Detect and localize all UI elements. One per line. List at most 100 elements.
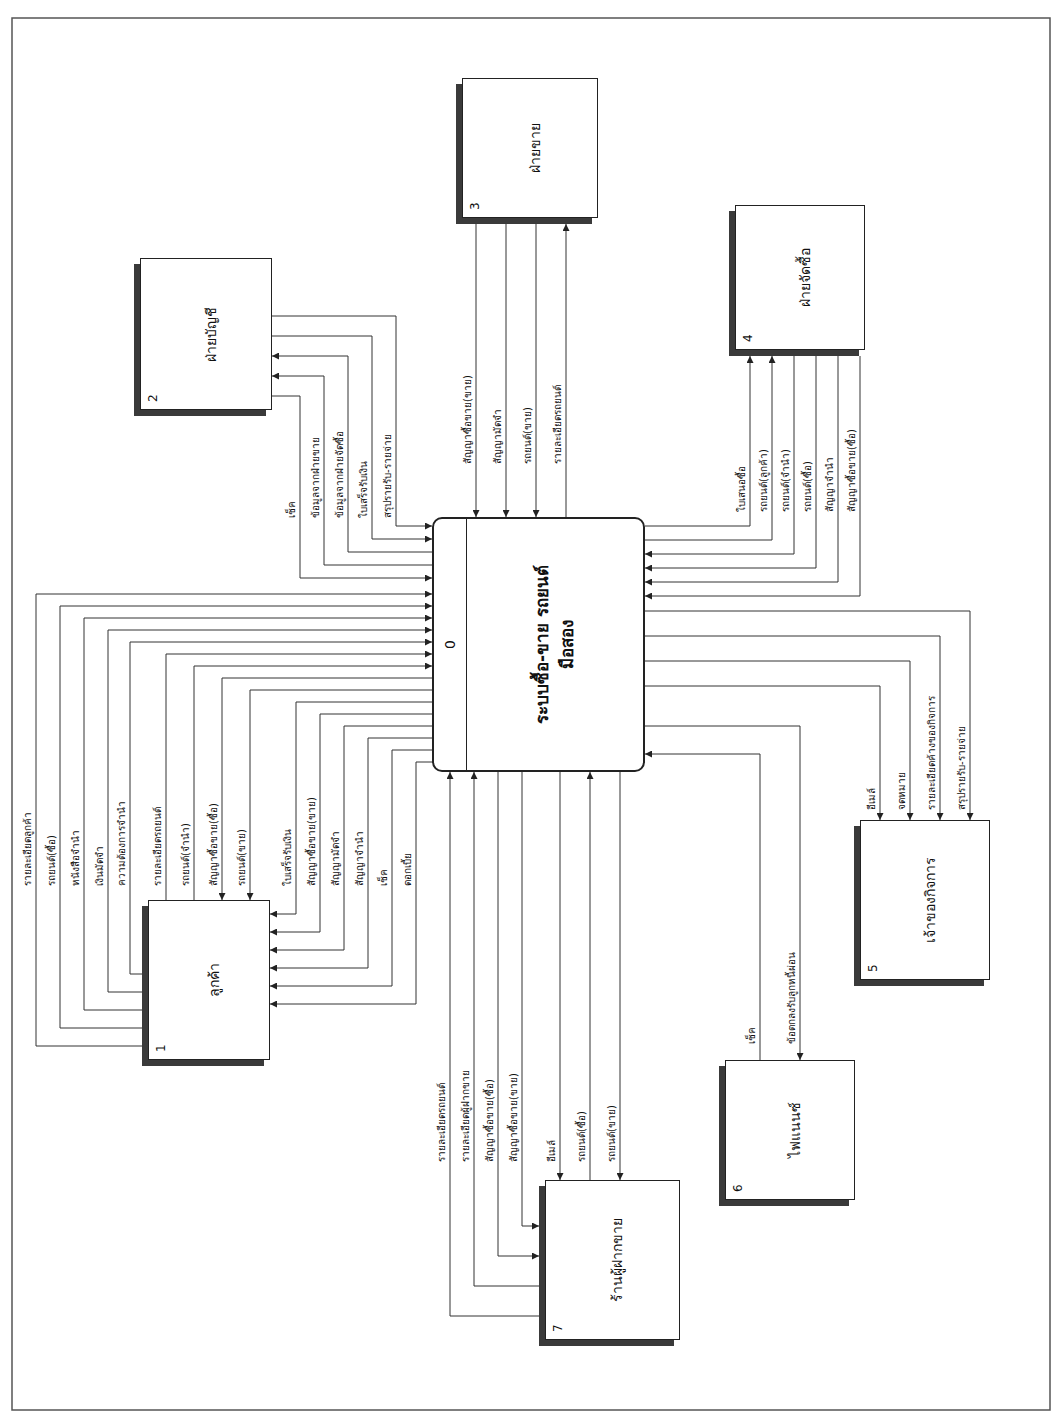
data-flow-arrow: [645, 754, 760, 1060]
entity-name: ฝ่ายขาย: [482, 79, 597, 217]
flow-label: อีเมล์: [546, 1138, 558, 1164]
flow-label: ใบเสนอซื้อ: [736, 464, 748, 514]
entity-number: 7: [546, 1324, 565, 1339]
flow-label: อีเมล์: [866, 786, 878, 812]
process-number: 0: [434, 519, 467, 770]
data-flow-arrow: [560, 772, 561, 1180]
flow-label: เช็ค: [286, 499, 298, 520]
flow-label: รถยนต์(ซื้อ): [576, 1109, 588, 1164]
flow-label: รถยนต์(จำนำ): [180, 821, 192, 888]
data-flow-arrow: [645, 356, 816, 568]
entity-name: ร้านผู้ฝากขาย: [565, 1181, 679, 1339]
flow-label: สัญญาซื้อขาย(ขาย): [306, 795, 318, 888]
entity-number: 1: [149, 1044, 168, 1059]
external-entity-box: 1ลูกค้า: [148, 900, 270, 1060]
data-flow-arrow: [498, 772, 539, 1256]
flow-label: รถยนต์(ลูกค้า): [758, 447, 770, 514]
data-flow-arrow: [270, 702, 432, 914]
flow-label: เช็ค: [746, 1025, 758, 1046]
data-flow-arrow: [645, 611, 970, 820]
data-flow-arrow: [270, 738, 432, 968]
flow-label: ข้อมูลจากฝ่ายจัดซื้อ: [334, 429, 346, 520]
data-flow-arrow: [620, 772, 621, 1180]
data-flow-arrow: [270, 750, 432, 986]
data-flow-arrow: [536, 224, 537, 517]
data-flow-arrow: [566, 224, 567, 517]
process-box: 0ระบบซื้อ-ขาย รถยนต์มือสอง: [432, 517, 645, 772]
flow-label: ใบเสร็จรับเงิน: [282, 827, 294, 888]
flow-label: รถยนต์(ขาย): [236, 827, 248, 888]
flow-label: ข้อมูลจากฝ่ายขาย: [310, 435, 322, 520]
flow-label: รายละเอียดค้างของกิจการ: [926, 694, 938, 812]
entity-number: 4: [736, 334, 755, 349]
flow-label: รายละเอียดผู้ฝากขาย: [460, 1068, 472, 1164]
flow-label: หนังสือจำนำ: [70, 828, 82, 888]
data-flow-arrow: [270, 714, 432, 932]
data-flow-arrow: [645, 356, 772, 540]
page-frame: [12, 18, 1050, 1410]
flow-label: สัญญามัดจำ: [492, 407, 504, 466]
data-flow-arrow: [194, 666, 432, 900]
flow-label: รถยนต์(ซื้อ): [46, 833, 58, 888]
data-flow-arrow: [645, 356, 860, 596]
external-entity-box: 4ฝ่ายจัดซื้อ: [735, 205, 865, 350]
data-flow-arrow: [645, 726, 800, 1060]
data-flow-arrow: [645, 356, 838, 582]
external-entity-box: 2ฝ่ายบัญชี: [140, 258, 272, 410]
flow-label: รถยนต์(ขาย): [606, 1103, 618, 1164]
flow-label: รถยนต์(ซื้อ): [802, 459, 814, 514]
entity-number: 5: [861, 964, 880, 979]
process-name: ระบบซื้อ-ขาย รถยนต์มือสอง: [467, 519, 643, 770]
data-flow-arrow: [250, 690, 432, 900]
data-flow-arrow: [474, 772, 539, 1286]
external-entity-box: 3ฝ่ายขาย: [462, 78, 598, 218]
entity-number: 6: [726, 1184, 745, 1199]
flow-label: สัญญาซื้อขาย(ซื้อ): [208, 801, 220, 888]
flow-label: สรุปรายรับ-รายจ่าย: [382, 432, 394, 520]
data-flow-arrow: [476, 224, 477, 517]
data-flow-arrow: [645, 636, 940, 820]
flow-label: สัญญาจำนำ: [824, 455, 836, 514]
flow-label: ความต้องการจำนำ: [116, 799, 128, 888]
data-flow-arrow: [522, 772, 539, 1226]
data-flow-arrow: [272, 316, 432, 526]
external-entity-box: 5เจ้าของกิจการ: [860, 820, 990, 980]
data-flow-arrow: [645, 356, 750, 526]
flow-label: จดหมาย: [896, 770, 908, 812]
entity-number: 3: [463, 202, 482, 217]
entity-number: 2: [141, 394, 160, 409]
flow-label: รถยนต์(จำนำ): [780, 447, 792, 514]
flow-label: สัญญาซื้อขาย(ขาย): [462, 373, 474, 466]
data-flow-arrow: [645, 356, 794, 554]
entity-name: ไฟแนนซ์: [745, 1061, 854, 1199]
data-flow-arrow: [272, 376, 432, 565]
flow-label: รายละเอียดรถยนต์: [152, 805, 164, 888]
flow-label: รถยนต์(ขาย): [522, 405, 534, 466]
data-flow-arrow: [222, 678, 432, 900]
entity-name: ลูกค้า: [168, 901, 269, 1059]
flow-label: สัญญามัดจำ: [330, 829, 342, 888]
data-flow-arrow: [506, 224, 507, 517]
external-entity-box: 7ร้านผู้ฝากขาย: [545, 1180, 680, 1340]
entity-name: ฝ่ายจัดซื้อ: [755, 206, 864, 349]
flow-label: สัญญาจำนำ: [354, 829, 366, 888]
entity-name: ฝ่ายบัญชี: [160, 259, 271, 409]
data-flow-arrow: [270, 726, 432, 950]
flow-label: ดอกเบี้ย: [402, 851, 414, 888]
data-flow-arrow: [270, 762, 432, 1004]
entity-name: เจ้าของกิจการ: [880, 821, 989, 979]
data-flow-arrow: [590, 772, 591, 1180]
flow-label: รายละเอียดรถยนต์: [436, 1081, 448, 1164]
data-flow-arrow: [272, 336, 432, 539]
flow-label: สัญญาซื้อขาย(ขาย): [508, 1071, 520, 1164]
flow-label: เงินมัดจำ: [94, 844, 106, 888]
flow-label: ใบเสร็จรับเงิน: [358, 459, 370, 520]
data-flow-arrow: [272, 396, 432, 578]
flow-label: ข้อตกลงรับลูกหนี้ผ่อน: [786, 950, 798, 1046]
flow-label: เช็ค: [378, 867, 390, 888]
data-flow-arrow: [272, 356, 432, 552]
external-entity-box: 6ไฟแนนซ์: [725, 1060, 855, 1200]
data-flow-arrow: [645, 686, 880, 820]
data-flow-arrow: [450, 772, 539, 1316]
